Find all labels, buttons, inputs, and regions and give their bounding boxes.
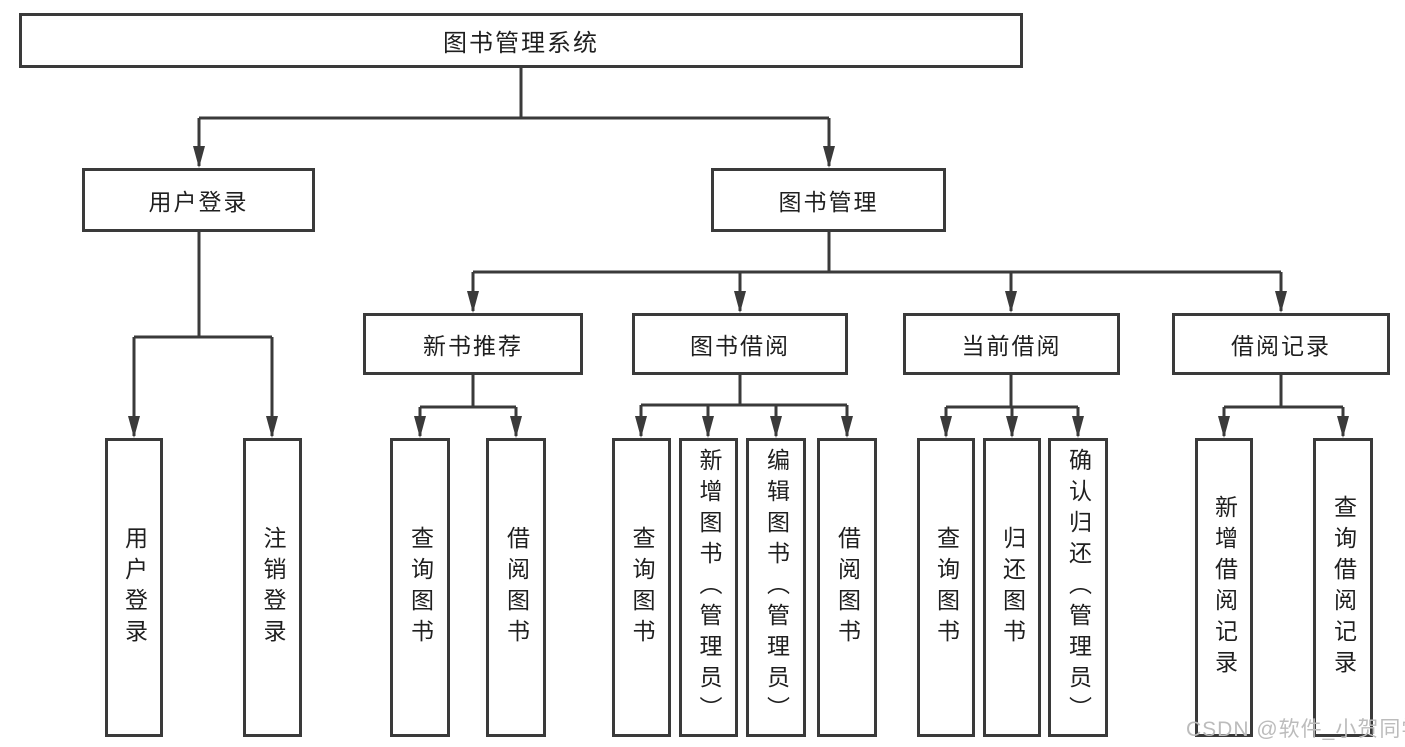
leaf-add-books-admin: 新增图书（管理员） (679, 438, 738, 737)
connector-newbook-to-leaves (418, 375, 518, 436)
leaf-borrow-books-2-label: 借阅图书 (834, 525, 861, 650)
leaf-edit-books-admin-label: 编辑图书（管理员） (763, 448, 790, 727)
leaf-confirm-return-admin: 确认归还（管理员） (1048, 438, 1108, 737)
leaf-query-borrow-record-label: 查询借阅记录 (1330, 494, 1357, 681)
leaf-edit-books-admin: 编辑图书（管理员） (746, 438, 806, 737)
leaf-confirm-return-admin-label: 确认归还（管理员） (1065, 448, 1092, 727)
node-new-book-recommend-label: 新书推荐 (423, 333, 523, 359)
node-book-borrow-label: 图书借阅 (690, 333, 790, 359)
leaf-add-borrow-record-label: 新增借阅记录 (1211, 494, 1238, 681)
node-user-login-label: 用户登录 (148, 189, 249, 215)
connector-bookmgmt-to-level3 (471, 232, 1283, 311)
connector-userlogin-to-leaves (132, 232, 274, 436)
node-borrow-records: 借阅记录 (1172, 313, 1390, 375)
connector-records-to-leaves (1222, 375, 1345, 436)
node-book-management-label: 图书管理 (778, 189, 879, 215)
leaf-add-borrow-record: 新增借阅记录 (1195, 438, 1253, 737)
connector-root-to-level2 (197, 68, 831, 166)
arrowheads (128, 146, 1349, 438)
leaf-user-login: 用户登录 (105, 438, 163, 737)
leaf-logout: 注销登录 (243, 438, 302, 737)
node-book-borrow: 图书借阅 (632, 313, 848, 375)
node-current-borrow: 当前借阅 (903, 313, 1120, 375)
watermark-text: CSDN @软件_小贺同学 (1186, 718, 1405, 741)
node-library-management-system: 图书管理系统 (19, 13, 1023, 68)
leaf-query-books-2-label: 查询图书 (629, 525, 655, 650)
leaf-add-books-admin-label: 新增图书（管理员） (696, 448, 722, 727)
leaf-query-books-3-label: 查询图书 (933, 525, 960, 650)
node-book-management: 图书管理 (711, 168, 946, 232)
connector-borrow-to-leaves (639, 375, 849, 436)
leaf-return-books: 归还图书 (983, 438, 1041, 737)
leaf-return-books-label: 归还图书 (999, 525, 1026, 650)
node-borrow-records-label: 借阅记录 (1231, 333, 1331, 359)
leaf-query-books-1-label: 查询图书 (407, 525, 434, 650)
leaf-borrow-books-1: 借阅图书 (486, 438, 546, 737)
leaf-user-login-label: 用户登录 (121, 525, 148, 650)
leaf-logout-label: 注销登录 (260, 525, 286, 650)
leaf-borrow-books-1-label: 借阅图书 (503, 525, 530, 650)
node-current-borrow-label: 当前借阅 (961, 333, 1062, 359)
node-new-book-recommend: 新书推荐 (363, 313, 583, 375)
leaf-query-books-1: 查询图书 (390, 438, 450, 737)
node-user-login: 用户登录 (82, 168, 315, 232)
node-library-management-system-label: 图书管理系统 (443, 30, 599, 57)
leaf-query-borrow-record: 查询借阅记录 (1313, 438, 1373, 737)
leaf-borrow-books-2: 借阅图书 (817, 438, 877, 737)
leaf-query-books-3: 查询图书 (917, 438, 975, 737)
leaf-query-books-2: 查询图书 (612, 438, 671, 737)
